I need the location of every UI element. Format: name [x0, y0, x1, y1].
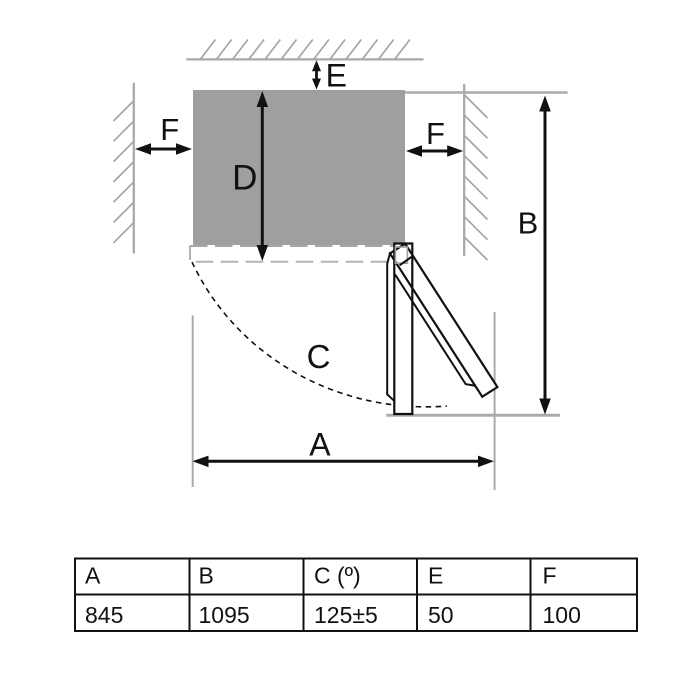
svg-text:C: C: [307, 338, 331, 375]
svg-text:100: 100: [543, 602, 581, 628]
svg-text:E: E: [326, 57, 347, 93]
svg-text:F: F: [160, 112, 179, 147]
svg-text:F: F: [543, 563, 557, 589]
svg-text:125±5: 125±5: [314, 602, 378, 628]
svg-text:C (º): C (º): [314, 563, 361, 589]
svg-text:845: 845: [85, 602, 123, 628]
svg-text:F: F: [426, 116, 445, 151]
svg-text:1095: 1095: [199, 602, 250, 628]
svg-text:50: 50: [428, 602, 454, 628]
svg-text:E: E: [428, 563, 443, 589]
svg-text:A: A: [85, 563, 101, 589]
svg-text:B: B: [518, 206, 539, 241]
svg-text:D: D: [232, 159, 257, 198]
svg-text:B: B: [199, 563, 214, 589]
svg-text:A: A: [309, 427, 331, 463]
